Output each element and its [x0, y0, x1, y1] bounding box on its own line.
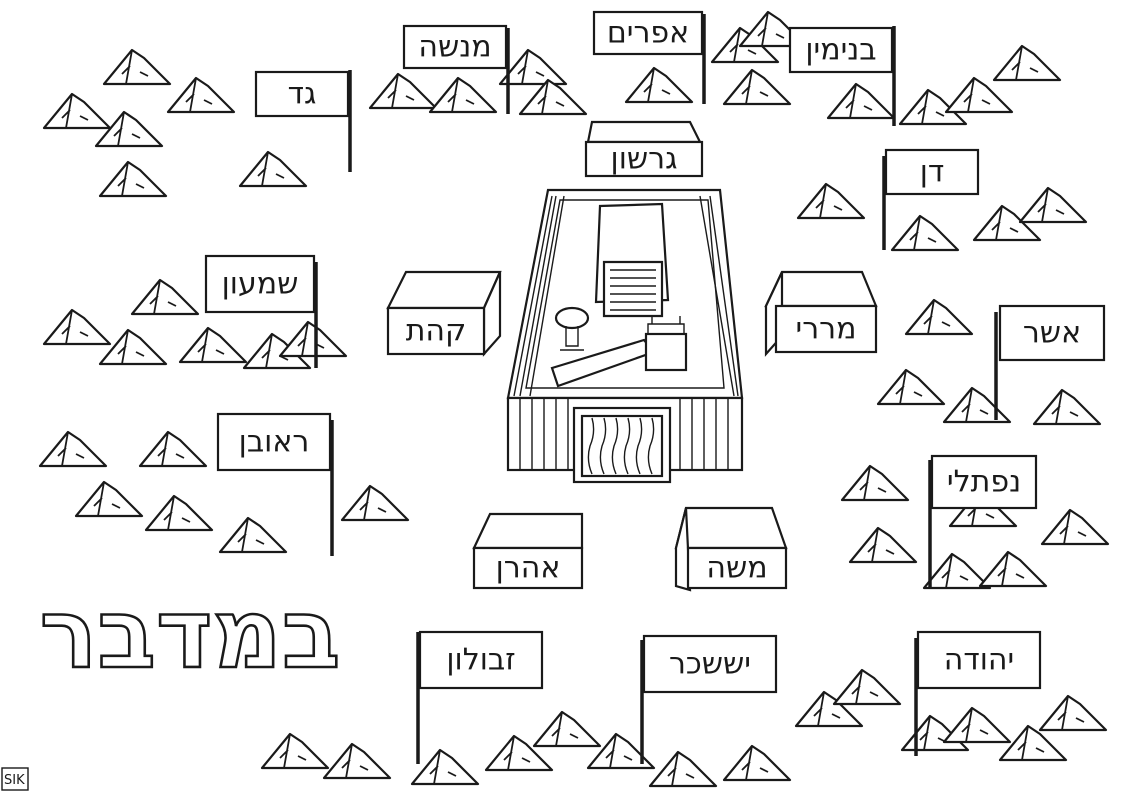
tribe-camp-naftali: נפתלי — [842, 456, 1108, 588]
levite-tent-merari: מררי — [766, 272, 876, 354]
levite-tent-aharon: אהרן — [474, 514, 582, 588]
tribe-label: אשר — [1023, 316, 1081, 351]
tribe-camp-binyamin: בנימין — [790, 26, 1060, 126]
tribe-camp-yehuda: יהודה — [902, 632, 1106, 760]
tribe-label: ראובן — [239, 425, 310, 460]
tribe-label: יהודה — [944, 643, 1014, 678]
levite-tent-gershon: גרשון — [586, 122, 702, 177]
levite-label: משה — [706, 551, 767, 586]
tribe-label: דן — [920, 155, 945, 190]
tribe-camp-asher: אשר — [878, 300, 1104, 424]
tribe-camp-efraim: אפרים — [594, 12, 806, 104]
levite-tent-kehat: קהת — [388, 272, 500, 354]
tribe-label: זבולון — [446, 643, 515, 678]
tribe-camp-reuven: ראובן — [40, 414, 408, 556]
tribe-label: מנשה — [418, 30, 491, 65]
tribe-camp-dan: דן — [798, 150, 1086, 250]
tribe-label: בנימין — [805, 33, 876, 68]
tribe-camp-gad: גד — [44, 50, 350, 196]
tribe-label: נפתלי — [947, 465, 1021, 500]
tribe-label: גד — [288, 77, 317, 112]
page-title: במדבר — [40, 578, 341, 690]
levite-tent-moshe: משה — [676, 508, 786, 590]
tribe-camp-shimon: שמעון — [44, 256, 346, 368]
levite-label: גרשון — [611, 142, 678, 177]
levite-label: מררי — [796, 312, 857, 347]
levite-label: קהת — [406, 314, 467, 349]
tribe-camp-menashe: מנשה — [370, 26, 586, 114]
tribe-label: יששכר — [669, 647, 751, 682]
levite-label: אהרן — [496, 551, 561, 586]
artist-signature: SIK — [2, 768, 28, 790]
tabernacle — [508, 190, 742, 482]
tribe-camp-yissachar: יששכר — [588, 636, 900, 786]
signature-text: SIK — [4, 773, 25, 788]
tribe-label: אפרים — [607, 16, 689, 51]
tribe-label: שמעון — [222, 267, 299, 302]
